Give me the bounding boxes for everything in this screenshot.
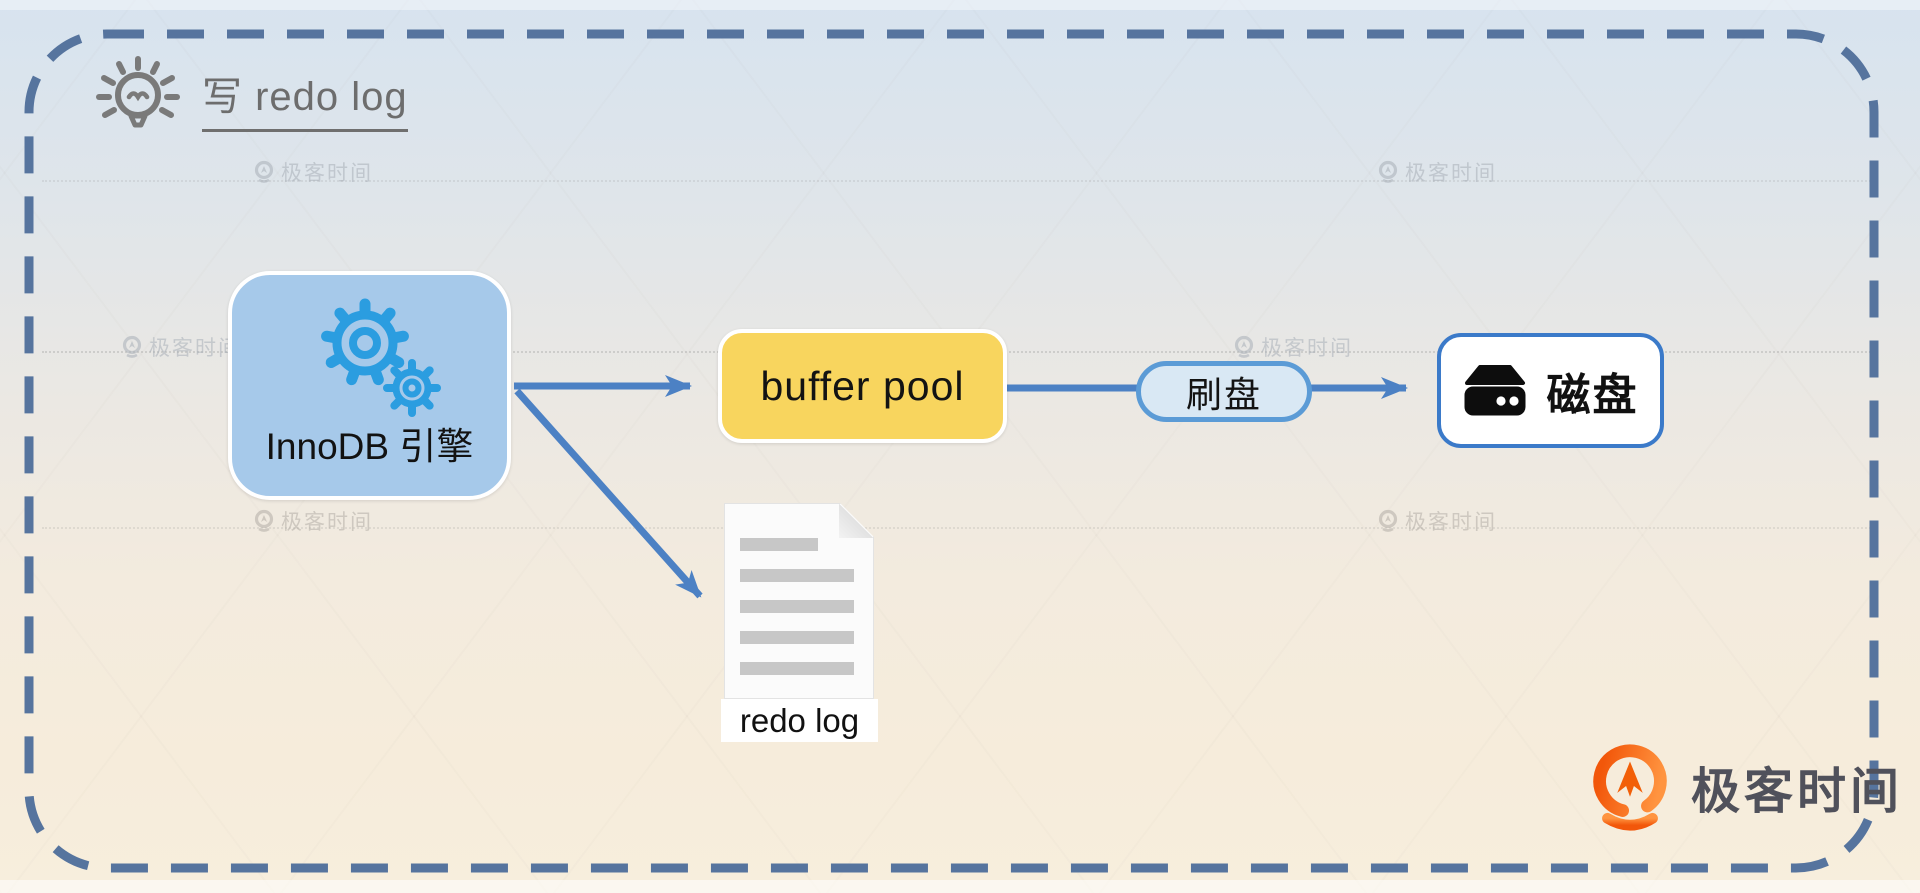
node-redo-log-label: redo log <box>721 699 878 742</box>
watermark-text: 极客时间 <box>1405 162 1497 185</box>
dotted-guideline <box>42 527 1878 529</box>
watermark: 极客时间 <box>120 332 241 362</box>
watermark: 极客时间 <box>1376 506 1497 536</box>
geektime-logo-text: 极客时间 <box>1691 764 1904 819</box>
dotted-guideline <box>42 180 1878 182</box>
geektime-pin-icon <box>122 335 142 358</box>
node-buffer-pool: buffer pool <box>718 329 1007 443</box>
diagram-title: 写 redo log <box>88 50 408 146</box>
geektime-logo-icon <box>1593 744 1667 831</box>
geektime-logo: 极客时间 <box>1583 740 1903 834</box>
node-innodb-label: InnoDB 引擎 <box>265 426 474 467</box>
gears-icon <box>320 298 441 417</box>
node-buffer-pool-label: buffer pool <box>760 362 965 409</box>
watermark: 极客时间 <box>1232 332 1353 362</box>
geektime-pin-icon <box>254 509 274 532</box>
text-line-bar <box>740 569 854 582</box>
document-icon <box>724 503 874 699</box>
watermark: 极客时间 <box>252 157 373 187</box>
text-line-bar <box>740 662 854 675</box>
bottom-strip <box>0 880 1920 893</box>
text-line-bar <box>740 538 818 551</box>
node-flush: 刷盘 <box>1136 361 1312 422</box>
node-disk-label: 磁盘 <box>1546 370 1639 420</box>
text-line-bar <box>740 631 854 644</box>
geektime-pin-icon <box>1234 335 1254 358</box>
watermark-text: 极客时间 <box>281 162 373 185</box>
page-title: 写 redo log <box>202 64 408 132</box>
geektime-pin-icon <box>1378 160 1398 183</box>
top-strip <box>0 0 1920 10</box>
watermark-text: 极客时间 <box>149 337 241 360</box>
node-disk: 磁盘 <box>1437 333 1664 448</box>
lightbulb-icon <box>96 56 180 128</box>
text-line-bar <box>740 600 854 613</box>
node-flush-label: 刷盘 <box>1185 373 1262 415</box>
watermark: 极客时间 <box>1376 157 1497 187</box>
watermark-text: 极客时间 <box>281 511 373 534</box>
geektime-pin-icon <box>1378 509 1398 532</box>
watermark-text: 极客时间 <box>1261 337 1353 360</box>
geektime-pin-icon <box>254 160 274 183</box>
watermark-text: 极客时间 <box>1405 511 1497 534</box>
arrow-innodb-to-redolog <box>514 388 703 599</box>
node-innodb-engine: InnoDB 引擎 <box>228 271 511 500</box>
hard-drive-icon <box>1464 364 1525 415</box>
watermark: 极客时间 <box>252 506 373 536</box>
